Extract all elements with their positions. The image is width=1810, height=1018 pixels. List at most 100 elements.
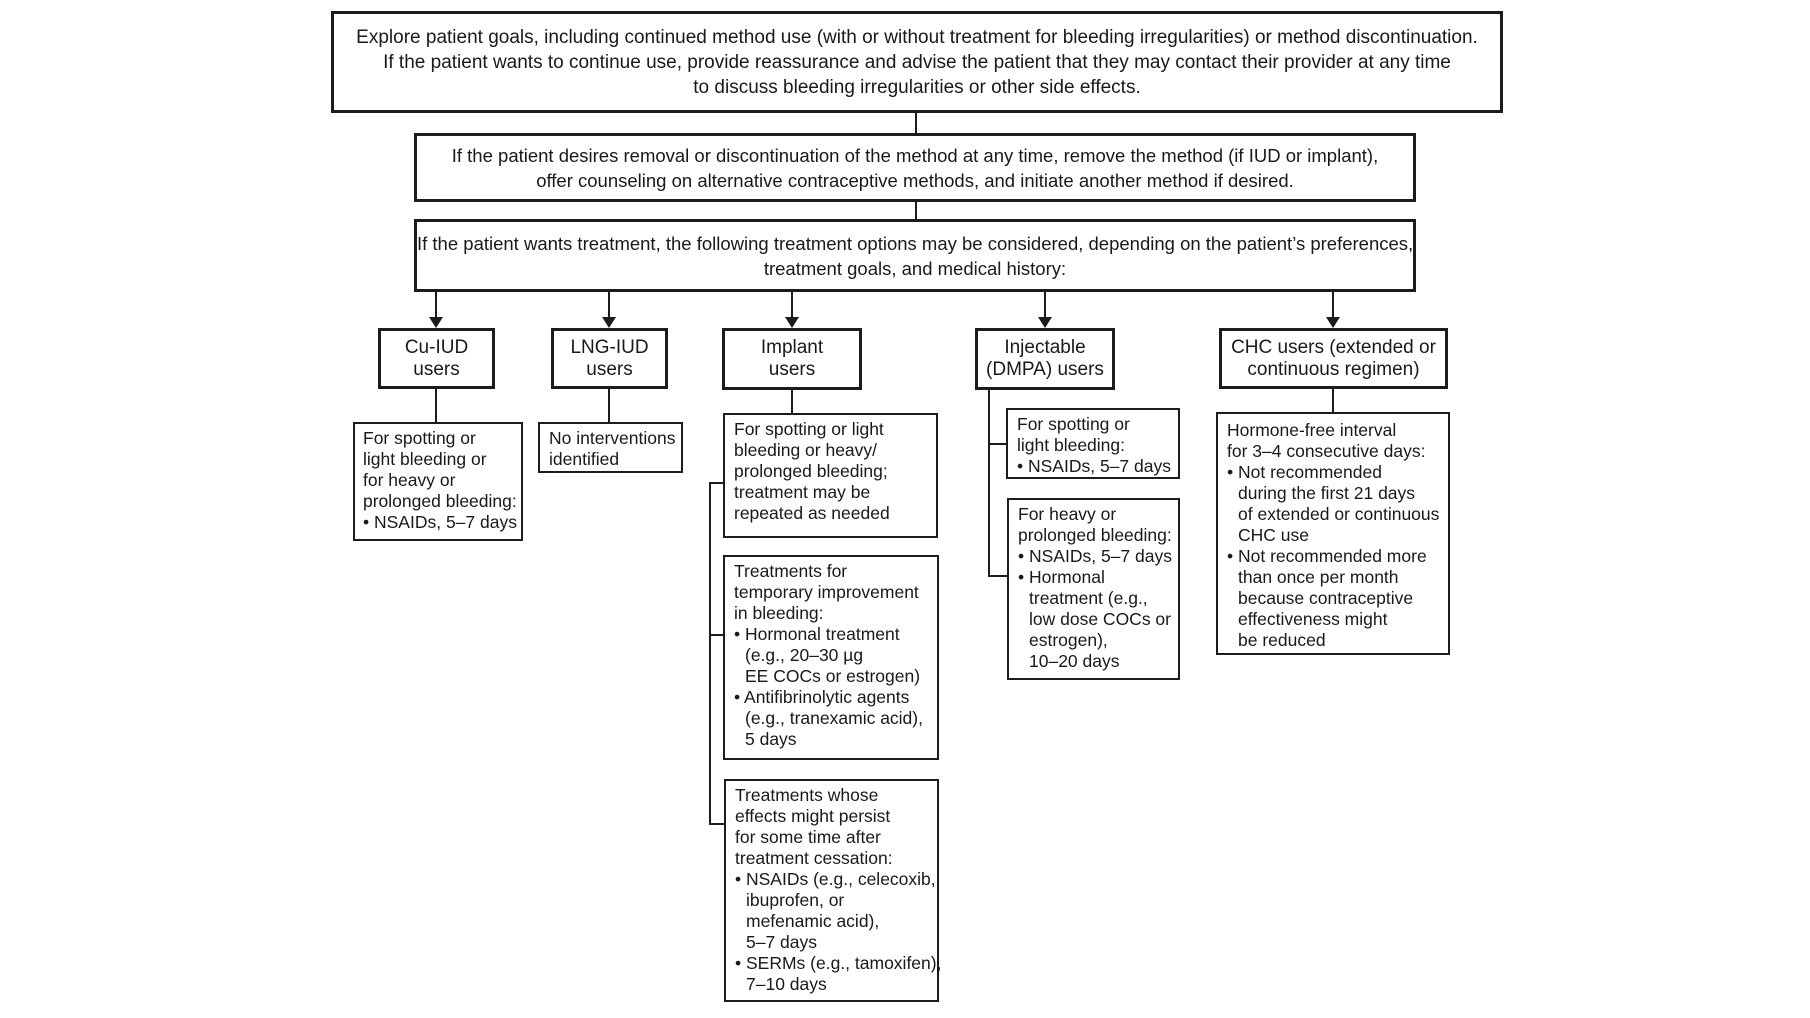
text-line: If the patient wants treatment, the foll…: [417, 232, 1414, 254]
arrow-stem-lng-iud: [608, 292, 610, 319]
down-arrow-icon: [1326, 317, 1340, 328]
text-line: of extended or continuous: [1238, 504, 1440, 524]
text-line: prolonged bleeding;: [734, 461, 888, 481]
text-line: Explore patient goals, including continu…: [356, 26, 1478, 48]
arrow-stem-implant: [791, 292, 793, 319]
text-line: No interventions: [549, 428, 676, 448]
text-line: effects might persist: [735, 806, 891, 826]
text-line: EE COCs or estrogen): [745, 666, 921, 686]
connector-implant: [791, 390, 793, 413]
text-line: identified: [549, 449, 620, 469]
connector-chc: [1332, 389, 1334, 412]
text-line: treatment goals, and medical history:: [763, 257, 1067, 279]
text-line: treatment cessation:: [735, 848, 893, 868]
text-line: CHC users (extended or: [1231, 336, 1436, 358]
text-line: 7–10 days: [746, 974, 827, 994]
text-line: (e.g., 20–30 µg: [745, 645, 864, 665]
text-line: CHC use: [1238, 525, 1309, 545]
text-line: during the first 21 days: [1238, 483, 1416, 503]
text-line: (e.g., tranexamic acid),: [745, 708, 923, 728]
connector-removal-to-treatment: [915, 202, 917, 219]
text-line: • NSAIDs (e.g., celecoxib,: [735, 869, 936, 889]
text-line: ibuprofen, or: [746, 890, 845, 910]
connector-explore-to-removal: [915, 113, 917, 133]
text-line: for some time after: [735, 827, 881, 847]
box-removal-counseling: If the patient desires removal or discon…: [414, 133, 1416, 202]
text-line: • NSAIDs, 5–7 days: [1017, 456, 1171, 476]
arrow-stem-cu-iud: [435, 292, 437, 319]
text-line: continuous regimen): [1247, 358, 1420, 380]
implant-bracket-stub-3: [709, 823, 724, 825]
text-line: 5–7 days: [746, 932, 818, 952]
text-line: estrogen),: [1029, 630, 1108, 650]
text-line: • NSAIDs, 5–7 days: [363, 512, 517, 532]
text-line: LNG-IUD: [570, 336, 649, 358]
text-line: Implant: [760, 337, 824, 358]
text-line: • Antifibrinolytic agents: [734, 687, 910, 707]
text-line: to discuss bleeding irregularities or ot…: [693, 76, 1141, 98]
connector-cu-iud: [435, 389, 437, 422]
text-line: 5 days: [745, 729, 797, 749]
text-line: • Not recommended more: [1227, 546, 1427, 566]
text-line: users: [586, 358, 633, 380]
text-line: 10–20 days: [1029, 651, 1120, 671]
connector-lng-iud: [608, 389, 610, 422]
text-line: prolonged bleeding:: [363, 491, 517, 511]
text-line: • Not recommended: [1227, 462, 1382, 482]
text-line: light bleeding or: [363, 449, 487, 469]
text-line: because contraceptive: [1238, 588, 1414, 608]
text-line: offer counseling on alternative contrace…: [536, 169, 1294, 191]
text-line: prolonged bleeding:: [1018, 525, 1172, 545]
injectable-bracket-stub-2: [988, 575, 1007, 577]
down-arrow-icon: [1038, 317, 1052, 328]
text-line: for heavy or: [363, 470, 456, 490]
text-line: (DMPA) users: [986, 359, 1104, 380]
text-line: treatment (e.g.,: [1029, 588, 1148, 608]
down-arrow-icon: [602, 317, 616, 328]
text-line: Injectable: [1004, 337, 1086, 358]
text-line: treatment may be: [734, 482, 871, 502]
injectable-bracket-line: [988, 390, 990, 577]
text-line: Treatments whose: [735, 785, 879, 805]
text-line: • Hormonal treatment: [734, 624, 900, 644]
injectable-bracket-stub-1: [988, 443, 1006, 445]
text-line: If the patient wants to continue use, pr…: [383, 51, 1451, 73]
text-line: temporary improvement: [734, 582, 919, 602]
text-line: If the patient desires removal or discon…: [451, 144, 1379, 166]
text-line: be reduced: [1238, 630, 1326, 650]
text-line: low dose COCs or: [1029, 609, 1171, 629]
text-line: repeated as needed: [734, 503, 890, 523]
text-line: than once per month: [1238, 567, 1399, 587]
down-arrow-icon: [785, 317, 799, 328]
text-line: Treatments for: [734, 561, 848, 581]
text-line: For spotting or: [1017, 414, 1130, 434]
implant-bracket-stub-1: [709, 482, 723, 484]
implant-bracket-stub-2: [709, 634, 723, 636]
text-line: • NSAIDs, 5–7 days: [1018, 546, 1172, 566]
text-line: in bleeding:: [734, 603, 824, 623]
text-line: For spotting or light: [734, 419, 884, 439]
down-arrow-icon: [429, 317, 443, 328]
text-line: • Hormonal: [1018, 567, 1105, 587]
text-line: bleeding or heavy/: [734, 440, 878, 460]
box-explore-goals: Explore patient goals, including continu…: [331, 11, 1503, 113]
text-line: light bleeding:: [1017, 435, 1125, 455]
arrow-stem-chc: [1332, 292, 1334, 319]
text-line: users: [768, 359, 816, 380]
text-line: • SERMs (e.g., tamoxifen),: [735, 953, 942, 973]
text-line: Hormone-free interval: [1227, 420, 1397, 440]
text-line: Cu-IUD: [404, 336, 469, 358]
